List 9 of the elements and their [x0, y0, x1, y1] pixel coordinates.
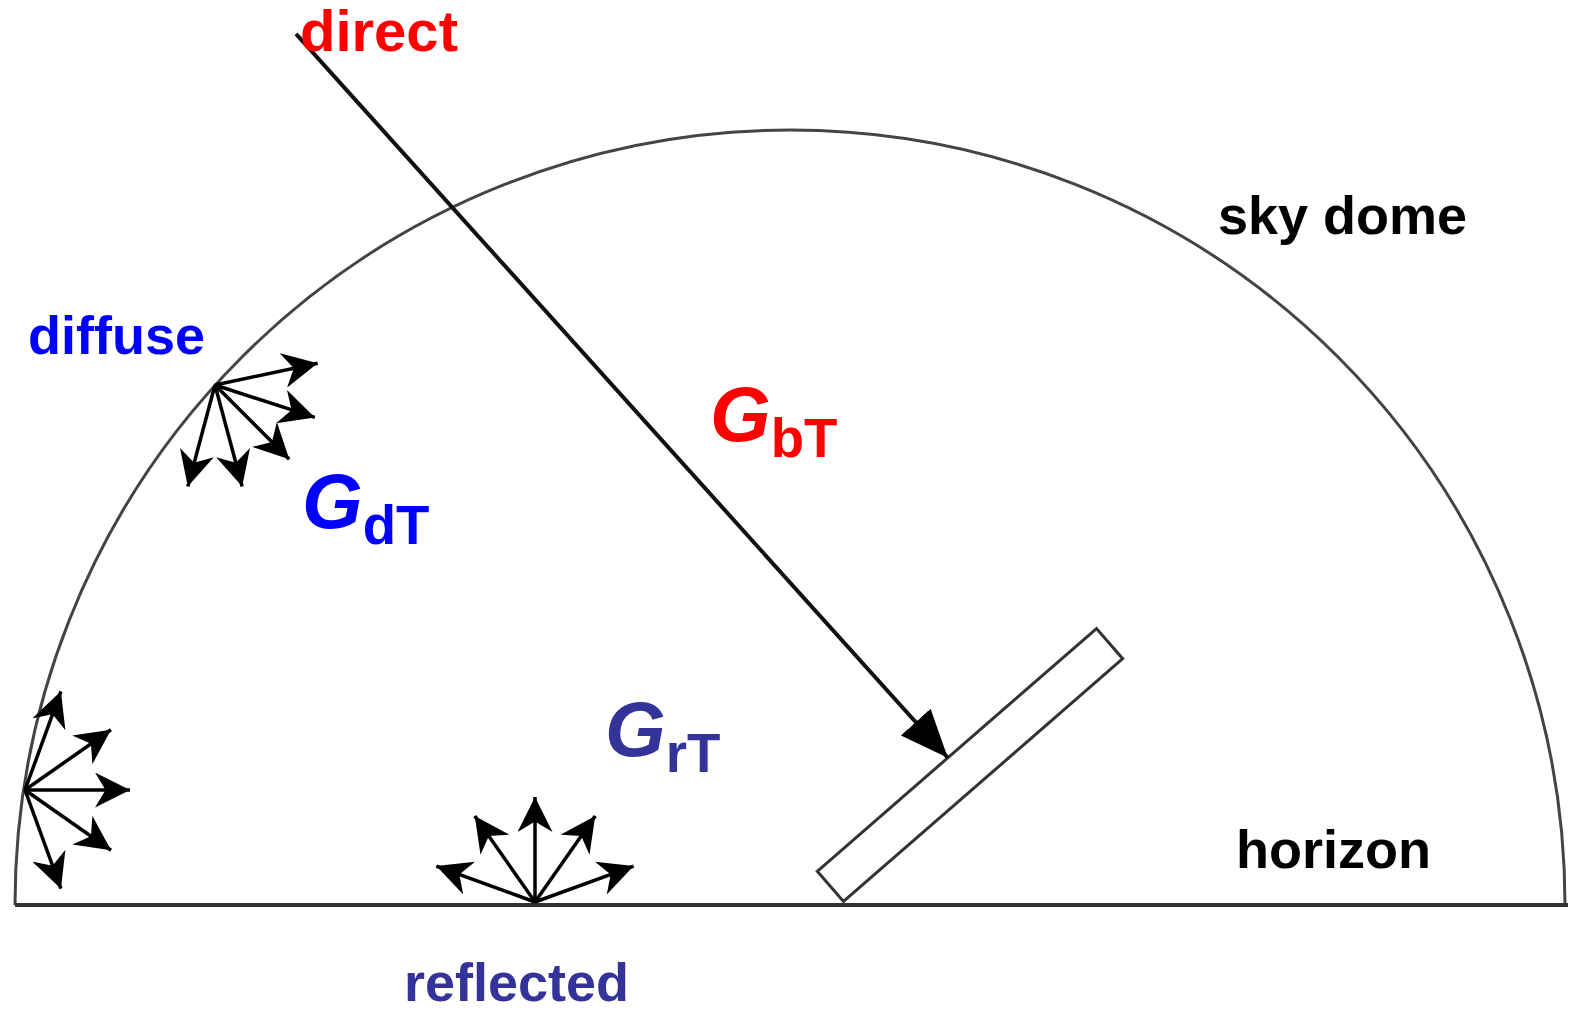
arrow — [294, 32, 950, 760]
irradiance-symbol: G$_{dT}$ — [302, 462, 430, 554]
solar-panel — [815, 626, 1125, 904]
diffuse-label: diffuse — [28, 308, 205, 362]
reflected-label: reflected — [404, 955, 630, 1009]
irradiance-symbol: G$_{bT}$ — [710, 375, 838, 467]
horizon-label: horizon — [1236, 822, 1431, 876]
irradiance-symbol: G$_{rT}$ — [605, 690, 721, 782]
direct-label: direct — [300, 2, 458, 60]
